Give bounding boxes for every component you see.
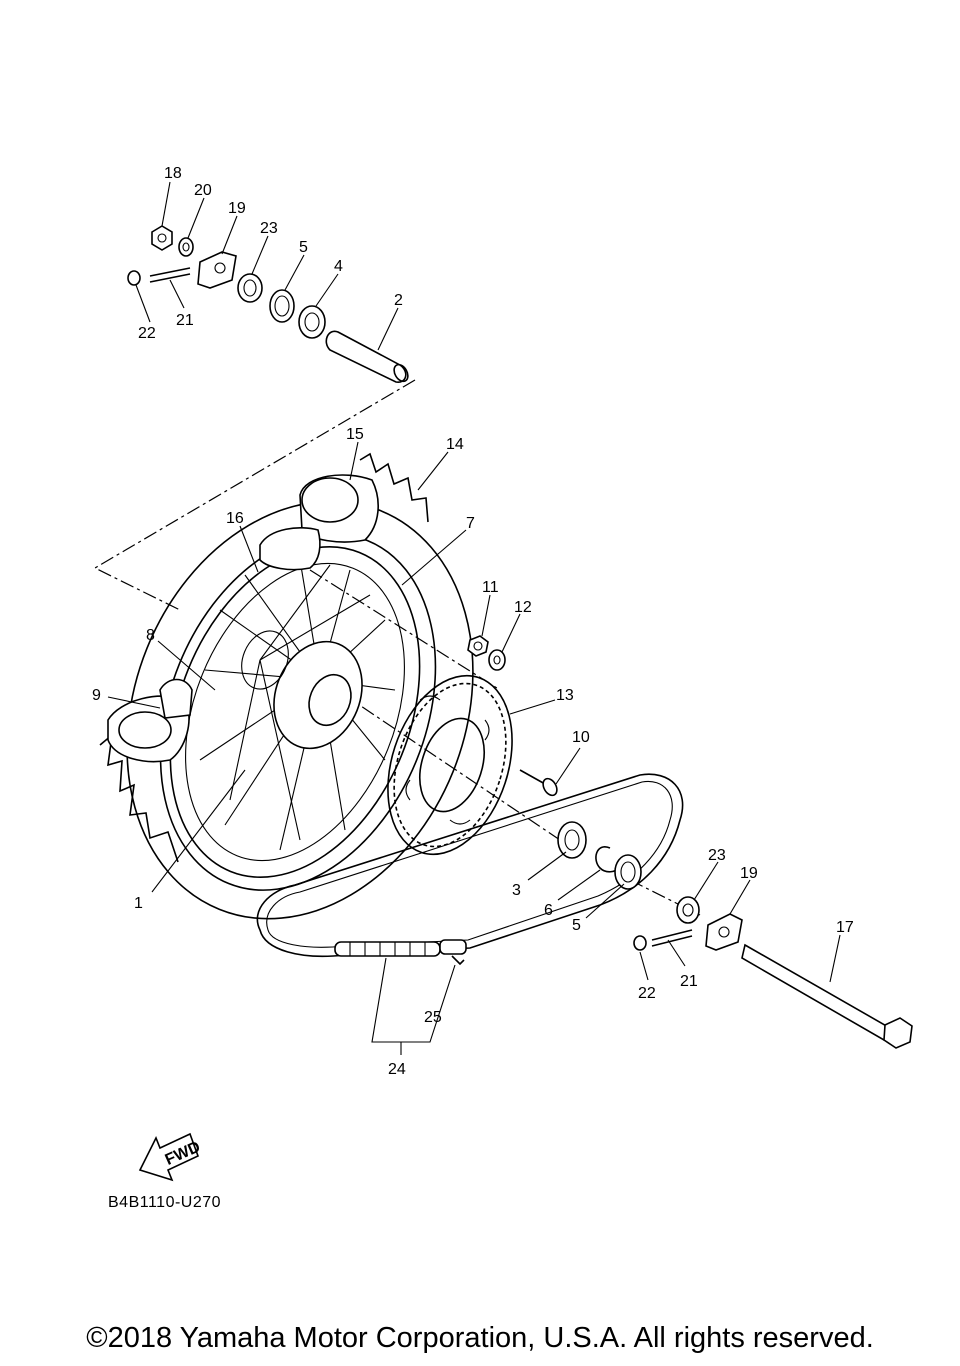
tire xyxy=(99,452,474,920)
callout-12: 12 xyxy=(514,599,532,616)
drive-chain xyxy=(256,773,684,966)
oil-seal-right xyxy=(614,854,642,890)
callout-20: 20 xyxy=(194,182,212,199)
bearing-right xyxy=(557,821,587,859)
wheel-axle xyxy=(741,943,913,1049)
callout-22-top: 22 xyxy=(138,325,156,342)
hub xyxy=(241,630,363,750)
callout-numbers: 18 20 19 23 5 4 2 21 22 15 14 16 7 11 12… xyxy=(92,165,854,1078)
callout-21-right: 21 xyxy=(680,973,698,990)
callout-19-top: 19 xyxy=(228,200,246,217)
callout-23-top: 23 xyxy=(260,220,278,237)
washer-small-top xyxy=(127,270,141,286)
callout-22-right: 22 xyxy=(638,985,656,1002)
oil-seal-top xyxy=(269,289,295,323)
washer-top xyxy=(178,237,194,257)
axle-centerline xyxy=(93,379,701,916)
spacer xyxy=(325,330,409,383)
bearing-top xyxy=(298,305,326,339)
axle-nut-top xyxy=(151,225,173,251)
sprocket-nut xyxy=(467,635,489,657)
callout-24: 24 xyxy=(388,1061,406,1078)
rear-sprocket xyxy=(387,674,513,856)
callout-11: 11 xyxy=(482,579,499,596)
callout-3: 3 xyxy=(512,882,521,899)
rim-band xyxy=(299,474,379,543)
rim-lock xyxy=(107,678,193,763)
callout-5-top: 5 xyxy=(299,239,308,256)
chain-puller-top xyxy=(197,251,237,289)
callout-13: 13 xyxy=(556,687,574,704)
collar-right xyxy=(676,896,700,924)
forward-arrow-icon: FWD xyxy=(138,1132,203,1182)
callout-8: 8 xyxy=(146,627,155,644)
washer-small-right xyxy=(633,935,647,951)
chain-joint xyxy=(439,939,467,966)
callout-2: 2 xyxy=(394,292,403,309)
callout-19-right: 19 xyxy=(740,865,758,882)
callout-10: 10 xyxy=(572,729,590,746)
diagram-code: B4B1110-U270 xyxy=(108,1194,222,1211)
rim xyxy=(169,546,421,878)
chain-puller-right xyxy=(705,913,743,951)
callout-16: 16 xyxy=(226,510,244,527)
callout-4: 4 xyxy=(334,258,343,275)
callout-17: 17 xyxy=(836,919,854,936)
tube xyxy=(259,527,321,571)
callout-14: 14 xyxy=(446,436,464,453)
sprocket-washer xyxy=(488,649,506,671)
callout-25: 25 xyxy=(424,1009,442,1026)
leader-lines xyxy=(107,181,841,1055)
callout-23-right: 23 xyxy=(708,847,726,864)
callout-15: 15 xyxy=(346,426,364,443)
callout-18: 18 xyxy=(164,165,182,182)
callout-9: 9 xyxy=(92,687,101,704)
callout-5-right: 5 xyxy=(572,917,581,934)
callout-1: 1 xyxy=(134,895,143,912)
callout-7: 7 xyxy=(466,515,475,532)
collar-top xyxy=(237,273,263,303)
adjusting-bolt-right xyxy=(651,929,693,947)
copyright-notice: ©2018 Yamaha Motor Corporation, U.S.A. A… xyxy=(86,1322,874,1354)
sprocket-bolt xyxy=(519,769,558,797)
callout-6: 6 xyxy=(544,902,553,919)
adjusting-bolt-top xyxy=(149,267,191,283)
callout-21-top: 21 xyxy=(176,312,194,329)
chain-links xyxy=(334,941,441,957)
